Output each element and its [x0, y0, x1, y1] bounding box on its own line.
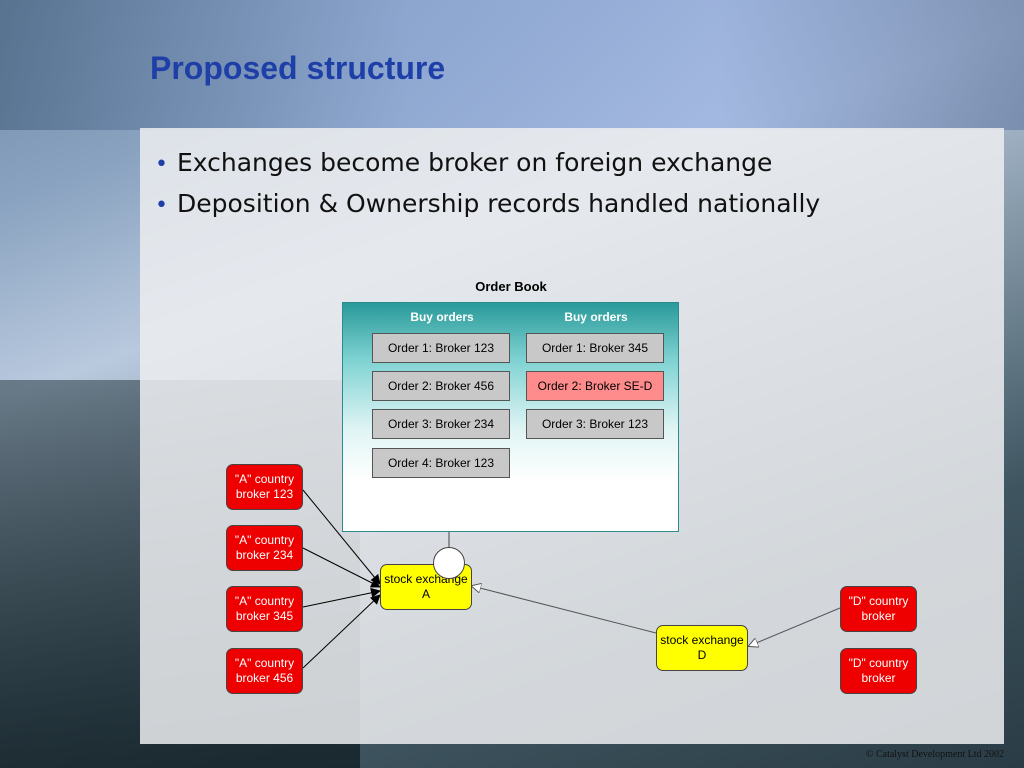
bullet-list: • Exchanges become broker on foreign exch… [155, 142, 820, 224]
bullet-text: Exchanges become broker on foreign excha… [177, 148, 773, 177]
background-sky [0, 0, 1024, 130]
order-box-highlighted: Order 2: Broker SE-D [526, 371, 664, 401]
order-box: Order 1: Broker 345 [526, 333, 664, 363]
bullet-item: • Exchanges become broker on foreign exch… [155, 142, 820, 183]
arrow-broker-234 [302, 547, 381, 588]
order-box: Order 4: Broker 123 [372, 448, 510, 478]
broker-a-345-node: "A" country broker 345 [226, 586, 303, 632]
arrow-broker-123 [302, 489, 381, 585]
connector-circle [433, 547, 465, 579]
order-box: Order 2: Broker 456 [372, 371, 510, 401]
order-box: Order 3: Broker 234 [372, 409, 510, 439]
broker-a-456-node: "A" country broker 456 [226, 648, 303, 694]
arrow-d-broker-to-exchange-d [749, 607, 841, 646]
broker-a-234-node: "A" country broker 234 [226, 525, 303, 571]
copyright-notice: © Catalyst Development Ltd 2002 [865, 749, 1004, 760]
stock-exchange-d-node: stock exchange D [656, 625, 748, 671]
broker-d-node: "D" country broker [840, 648, 917, 694]
slide-title: Proposed structure [150, 50, 446, 86]
order-book-label: Order Book [475, 279, 547, 294]
order-box: Order 1: Broker 123 [372, 333, 510, 363]
arrow-broker-345 [302, 587, 381, 608]
bullet-dot-icon: • [155, 193, 168, 218]
column-header-right: Buy orders [564, 310, 628, 324]
bullet-dot-icon: • [155, 152, 168, 177]
bullet-text: Deposition & Ownership records handled n… [177, 189, 821, 218]
arrow-broker-456 [302, 594, 381, 669]
broker-a-123-node: "A" country broker 123 [226, 464, 303, 510]
column-header-left: Buy orders [410, 310, 474, 324]
bullet-item: • Deposition & Ownership records handled … [155, 183, 820, 224]
order-box: Order 3: Broker 123 [526, 409, 664, 439]
broker-d-node: "D" country broker [840, 586, 917, 632]
arrow-exchange-d-to-a [472, 586, 657, 634]
